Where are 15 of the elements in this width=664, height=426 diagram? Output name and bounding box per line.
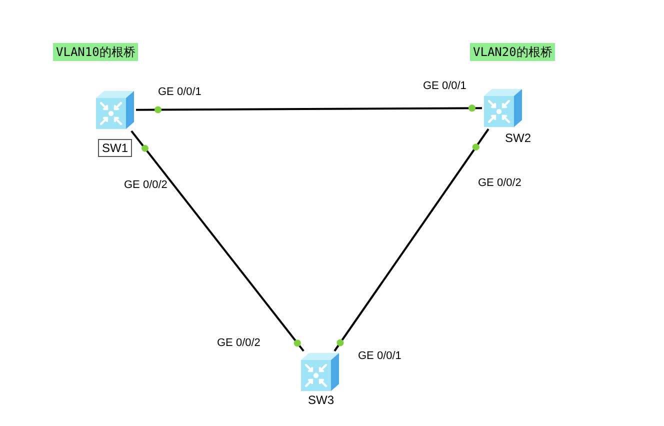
port-label: GE 0/0/1 — [158, 86, 202, 99]
link-line — [130, 130, 304, 352]
port-label: GE 0/0/2 — [217, 337, 260, 350]
highlighted-label: VLAN10的根桥 — [53, 43, 138, 61]
port-label: GE 0/0/1 — [423, 80, 466, 93]
device-name: SW1 — [98, 139, 132, 157]
switch-node — [95, 90, 137, 158]
port-label: GE 0/0/1 — [358, 350, 402, 363]
device-name: SW2 — [504, 130, 532, 146]
port-label: GE 0/0/2 — [124, 179, 168, 192]
link-line — [136, 107, 482, 111]
device-name: SW3 — [307, 392, 336, 408]
port-label: GE 0/0/2 — [478, 177, 522, 190]
highlighted-label: VLAN20的根桥 — [470, 43, 556, 61]
link-line — [334, 128, 490, 352]
